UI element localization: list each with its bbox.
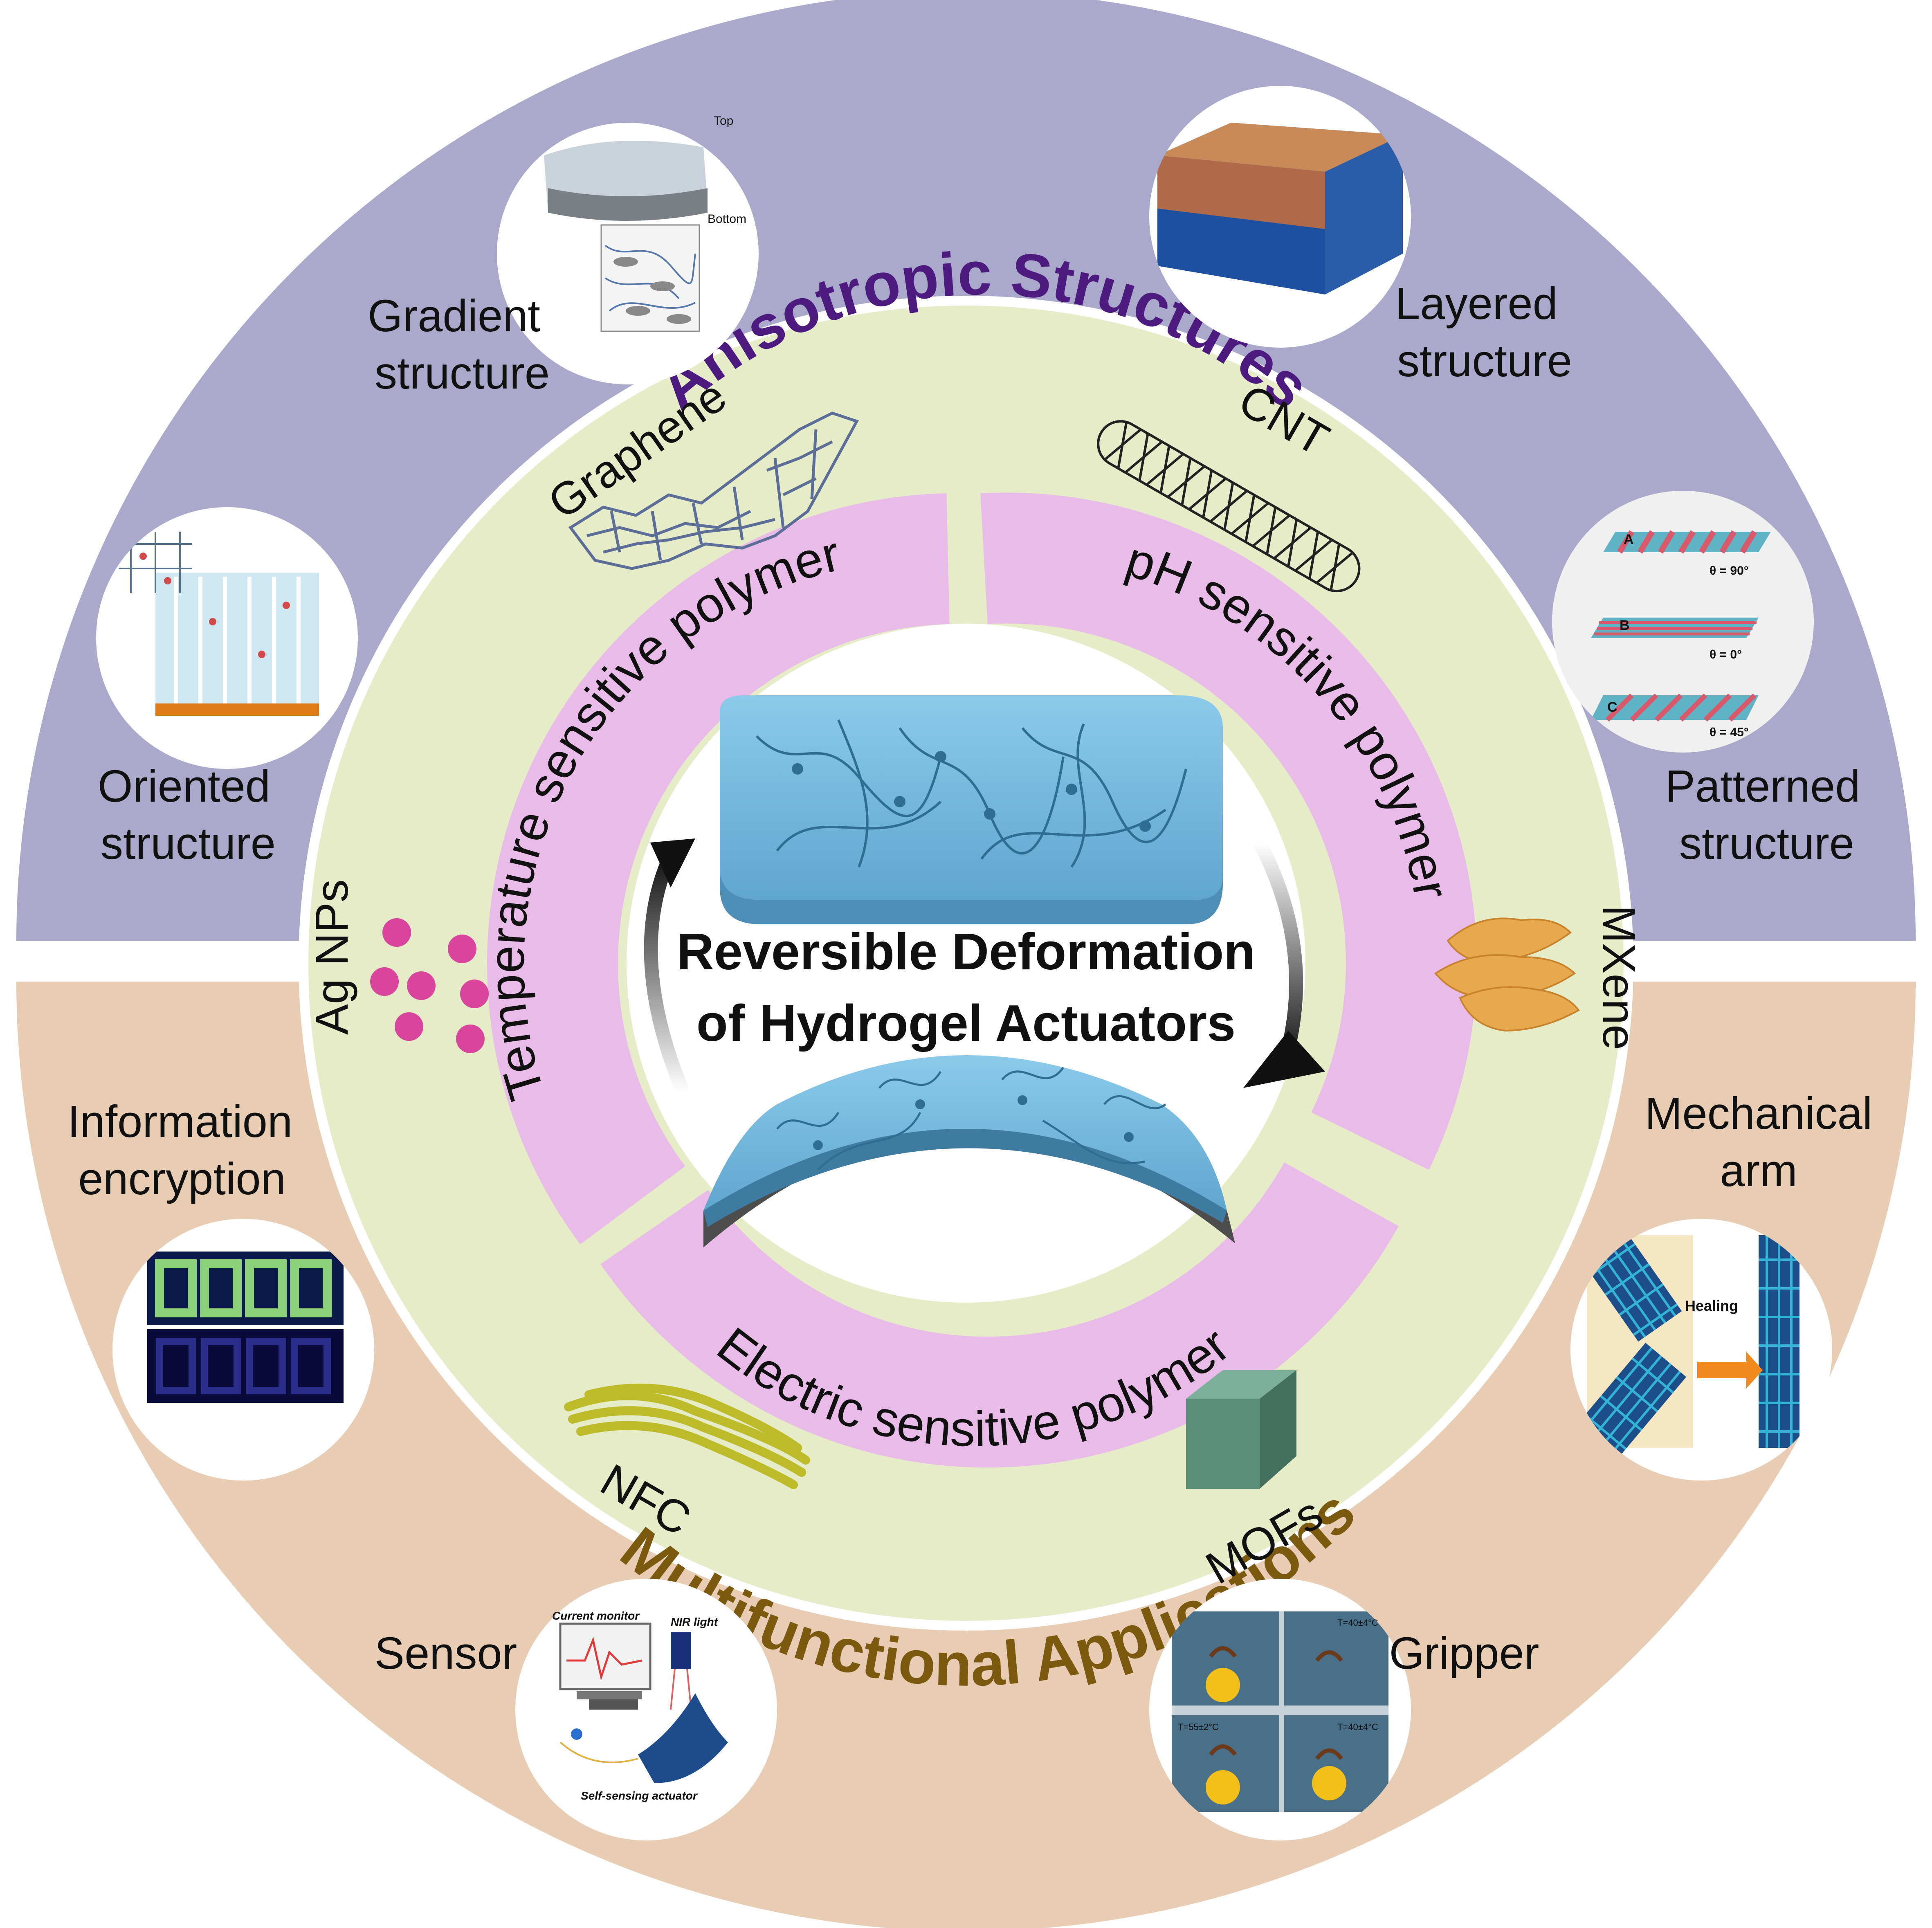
gripper-inset: T=40±4°C T=55±2°C T=40±4°C <box>1149 1579 1411 1840</box>
label-ag-nps: Ag NPs <box>306 879 357 1035</box>
label-sensor: Sensor <box>375 1628 517 1679</box>
arrow-left-up <box>644 838 695 1095</box>
hydrogel-block-flat <box>720 695 1223 924</box>
nfc-icon <box>564 1384 810 1489</box>
temp-label-2: T=55±2°C <box>1178 1722 1219 1732</box>
label-gradient-structure-2: structure <box>375 348 550 398</box>
temp-label-3: T=40±4°C <box>1337 1722 1378 1732</box>
polymer-segment-ph <box>980 492 1477 1170</box>
label-patterned-structure-1: Patterned <box>1665 761 1860 811</box>
label-gripper: Gripper <box>1389 1628 1539 1679</box>
polymer-segment-temperature <box>487 493 950 1245</box>
label-oriented-structure-1: Oriented <box>98 761 270 811</box>
theta-45: θ = 45° <box>1710 726 1749 739</box>
polymer-segment-electric <box>600 1162 1399 1468</box>
center-title-line2: of Hydrogel Actuators <box>696 994 1236 1052</box>
patterned-structure-inset: A B C θ = 90° θ = 0° θ = 45° <box>1552 491 1814 753</box>
cnt-icon <box>1097 420 1361 593</box>
hydrogel-block-bent <box>703 1055 1235 1247</box>
gradient-top-label: Top <box>714 114 733 128</box>
mxene-icon <box>1434 917 1580 1032</box>
center-title-line1: Reversible Deformation <box>677 923 1255 980</box>
arrow-right-down <box>1243 839 1325 1088</box>
label-mechanical-arm-2: arm <box>1720 1146 1797 1196</box>
label-information-encryption-1: Information <box>67 1097 292 1147</box>
label-mxene: MXene <box>1593 905 1644 1050</box>
label-oriented-structure-2: structure <box>101 818 276 869</box>
pattern-label-a: A <box>1624 532 1634 547</box>
layered-structure-inset <box>1149 86 1411 348</box>
theta-0: θ = 0° <box>1710 648 1742 661</box>
mofs-icon <box>1186 1370 1296 1489</box>
graphene-icon <box>568 411 859 570</box>
label-information-encryption-2: encryption <box>78 1154 286 1204</box>
gradient-bottom-label: Bottom <box>708 212 746 226</box>
label-mechanical-arm-1: Mechanical <box>1645 1088 1872 1139</box>
ag-nps-icon <box>370 918 489 1053</box>
nir-light-label: NIR light <box>671 1616 719 1628</box>
theta-90: θ = 90° <box>1710 564 1749 578</box>
label-gradient-structure-1: Gradient <box>368 291 540 341</box>
oriented-structure-inset <box>96 507 358 769</box>
temp-label-1: T=40±4°C <box>1337 1618 1378 1628</box>
label-patterned-structure-2: structure <box>1679 818 1854 869</box>
label-layered-structure-2: structure <box>1397 336 1572 386</box>
mechanical-arm-inset: Healing <box>1570 1219 1832 1481</box>
information-encryption-inset <box>112 1219 374 1481</box>
pattern-label-b: B <box>1620 618 1630 633</box>
label-layered-structure-1: Layered <box>1395 279 1558 329</box>
sensor-inset: Current monitor NIR light Self-sensing a… <box>515 1579 777 1840</box>
self-sensing-label: Self-sensing actuator <box>581 1789 698 1802</box>
current-monitor-label: Current monitor <box>552 1609 640 1622</box>
pattern-label-c: C <box>1607 699 1617 715</box>
polymer-ring <box>487 492 1477 1468</box>
gradient-structure-inset: Top Bottom <box>497 114 759 384</box>
healing-label: Healing <box>1685 1297 1738 1314</box>
